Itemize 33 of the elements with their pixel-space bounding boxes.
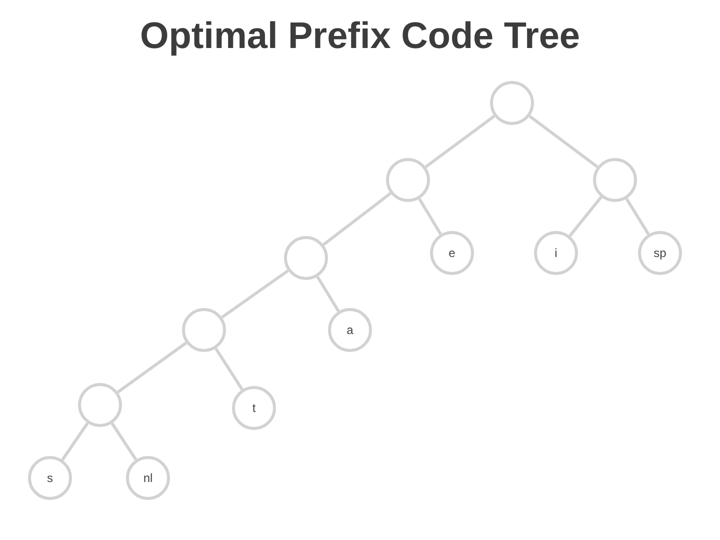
tree-edge xyxy=(322,192,392,246)
tree-node xyxy=(78,383,122,427)
tree-edge xyxy=(221,269,289,319)
leaf-node xyxy=(534,231,578,275)
node-label: s xyxy=(47,471,53,485)
leaf-node xyxy=(126,456,170,500)
node-label: sp xyxy=(654,246,666,260)
node-label: i xyxy=(554,246,558,260)
tree-edge xyxy=(110,422,138,460)
leaf-node xyxy=(28,456,72,500)
tree-edge xyxy=(116,342,188,394)
tree-node xyxy=(386,158,430,202)
tree-edge xyxy=(568,196,602,237)
leaf-node xyxy=(638,231,682,275)
tree-edge xyxy=(528,114,598,168)
tree-edge xyxy=(424,114,496,168)
tree-edge xyxy=(418,198,442,235)
node-label: a xyxy=(346,323,354,337)
tree-node xyxy=(490,81,534,125)
node-label: nl xyxy=(143,471,153,485)
leaf-node xyxy=(328,308,372,352)
tree-edge xyxy=(214,348,244,390)
tree-edge xyxy=(61,422,89,461)
tree-node xyxy=(593,158,637,202)
node-label: e xyxy=(448,246,456,260)
leaf-node xyxy=(430,231,474,275)
tree-node xyxy=(182,308,226,352)
tree-edge xyxy=(625,198,650,236)
leaf-node xyxy=(232,386,276,430)
tree-edge xyxy=(316,276,340,312)
tree-node xyxy=(284,236,328,280)
title: Optimal Prefix Code Tree xyxy=(140,14,580,58)
node-label: t xyxy=(252,401,256,415)
